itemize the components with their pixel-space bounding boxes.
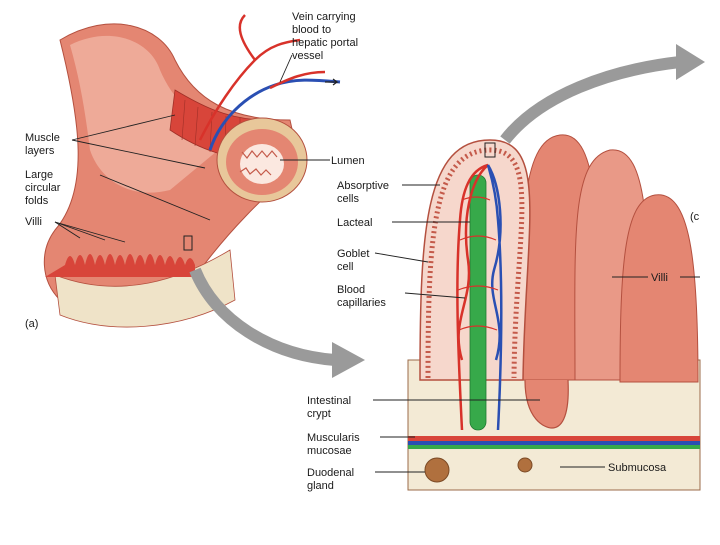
intestinal-crypt-shape bbox=[524, 379, 569, 429]
leader-lines bbox=[54, 54, 700, 473]
label-vein-line3: hepatic portal bbox=[292, 37, 358, 49]
label-large-circular-folds-line1: Large bbox=[25, 169, 53, 181]
magnification-arrow-upper-head bbox=[676, 44, 705, 80]
muscularis-layer-blue bbox=[408, 441, 700, 445]
magnify-box-right bbox=[484, 142, 496, 158]
label-muscularis-mucosae-line2: mucosae bbox=[307, 445, 352, 457]
label-intestinal-crypt-line2: crypt bbox=[307, 408, 331, 420]
label-panel-b-partial: (c bbox=[690, 211, 700, 223]
duodenal-gland-2 bbox=[517, 457, 533, 473]
label-panel-a: (a) bbox=[25, 318, 38, 330]
label-muscularis-mucosae-line1: Muscularis bbox=[307, 432, 360, 444]
label-large-circular-folds-line2: circular bbox=[25, 182, 61, 194]
villus-epithelium bbox=[425, 147, 525, 379]
magnification-arrow-upper bbox=[500, 56, 681, 144]
lacteal-vessel bbox=[469, 174, 487, 431]
magnification-arrow-lower bbox=[189, 267, 336, 366]
label-goblet-cell-line2: cell bbox=[337, 261, 354, 273]
magnify-box-left bbox=[183, 235, 193, 251]
duodenal-gland-1 bbox=[424, 457, 450, 483]
lumen-opening bbox=[240, 144, 284, 184]
lumen-folds bbox=[239, 150, 278, 176]
label-blood-capillaries-line1: Blood bbox=[337, 284, 365, 296]
label-duodenal-gland-line2: gland bbox=[307, 480, 334, 492]
muscularis-layer-green bbox=[408, 445, 700, 449]
label-vein-line2: blood to bbox=[292, 24, 331, 36]
label-intestinal-crypt-line1: Intestinal bbox=[307, 395, 351, 407]
label-lacteal: Lacteal bbox=[337, 217, 372, 229]
label-vein-line1: Vein carrying bbox=[292, 11, 356, 23]
label-absorptive-cells-line2: cells bbox=[337, 193, 360, 205]
villi-fringe-left bbox=[45, 254, 195, 277]
background-villus-3 bbox=[619, 194, 699, 383]
label-absorptive-cells-line1: Absorptive bbox=[337, 180, 389, 192]
label-duodenal-gland-line1: Duodenal bbox=[307, 467, 354, 479]
label-muscle-layers-line1: Muscle bbox=[25, 132, 60, 144]
muscularis-layer-red bbox=[408, 436, 700, 441]
label-submucosa: Submucosa bbox=[608, 462, 667, 474]
label-villi-right: Villi bbox=[651, 272, 668, 284]
blood-capillary-vein bbox=[486, 164, 503, 431]
magnification-arrow-lower-head bbox=[332, 342, 365, 378]
intestine-tube-highlight bbox=[70, 35, 240, 193]
intestine-wall-section bbox=[54, 249, 236, 328]
label-goblet-cell-line1: Goblet bbox=[337, 248, 369, 260]
label-muscle-layers-line2: layers bbox=[25, 145, 55, 157]
label-large-circular-folds-line3: folds bbox=[25, 195, 49, 207]
label-villi-left: Villi bbox=[25, 216, 42, 228]
label-lumen: Lumen bbox=[331, 155, 365, 167]
label-vein-line4: vessel bbox=[292, 50, 323, 62]
label-blood-capillaries-line2: capillaries bbox=[337, 297, 386, 309]
artery-vessel bbox=[198, 14, 326, 141]
villus-detail-illustration bbox=[407, 134, 701, 491]
